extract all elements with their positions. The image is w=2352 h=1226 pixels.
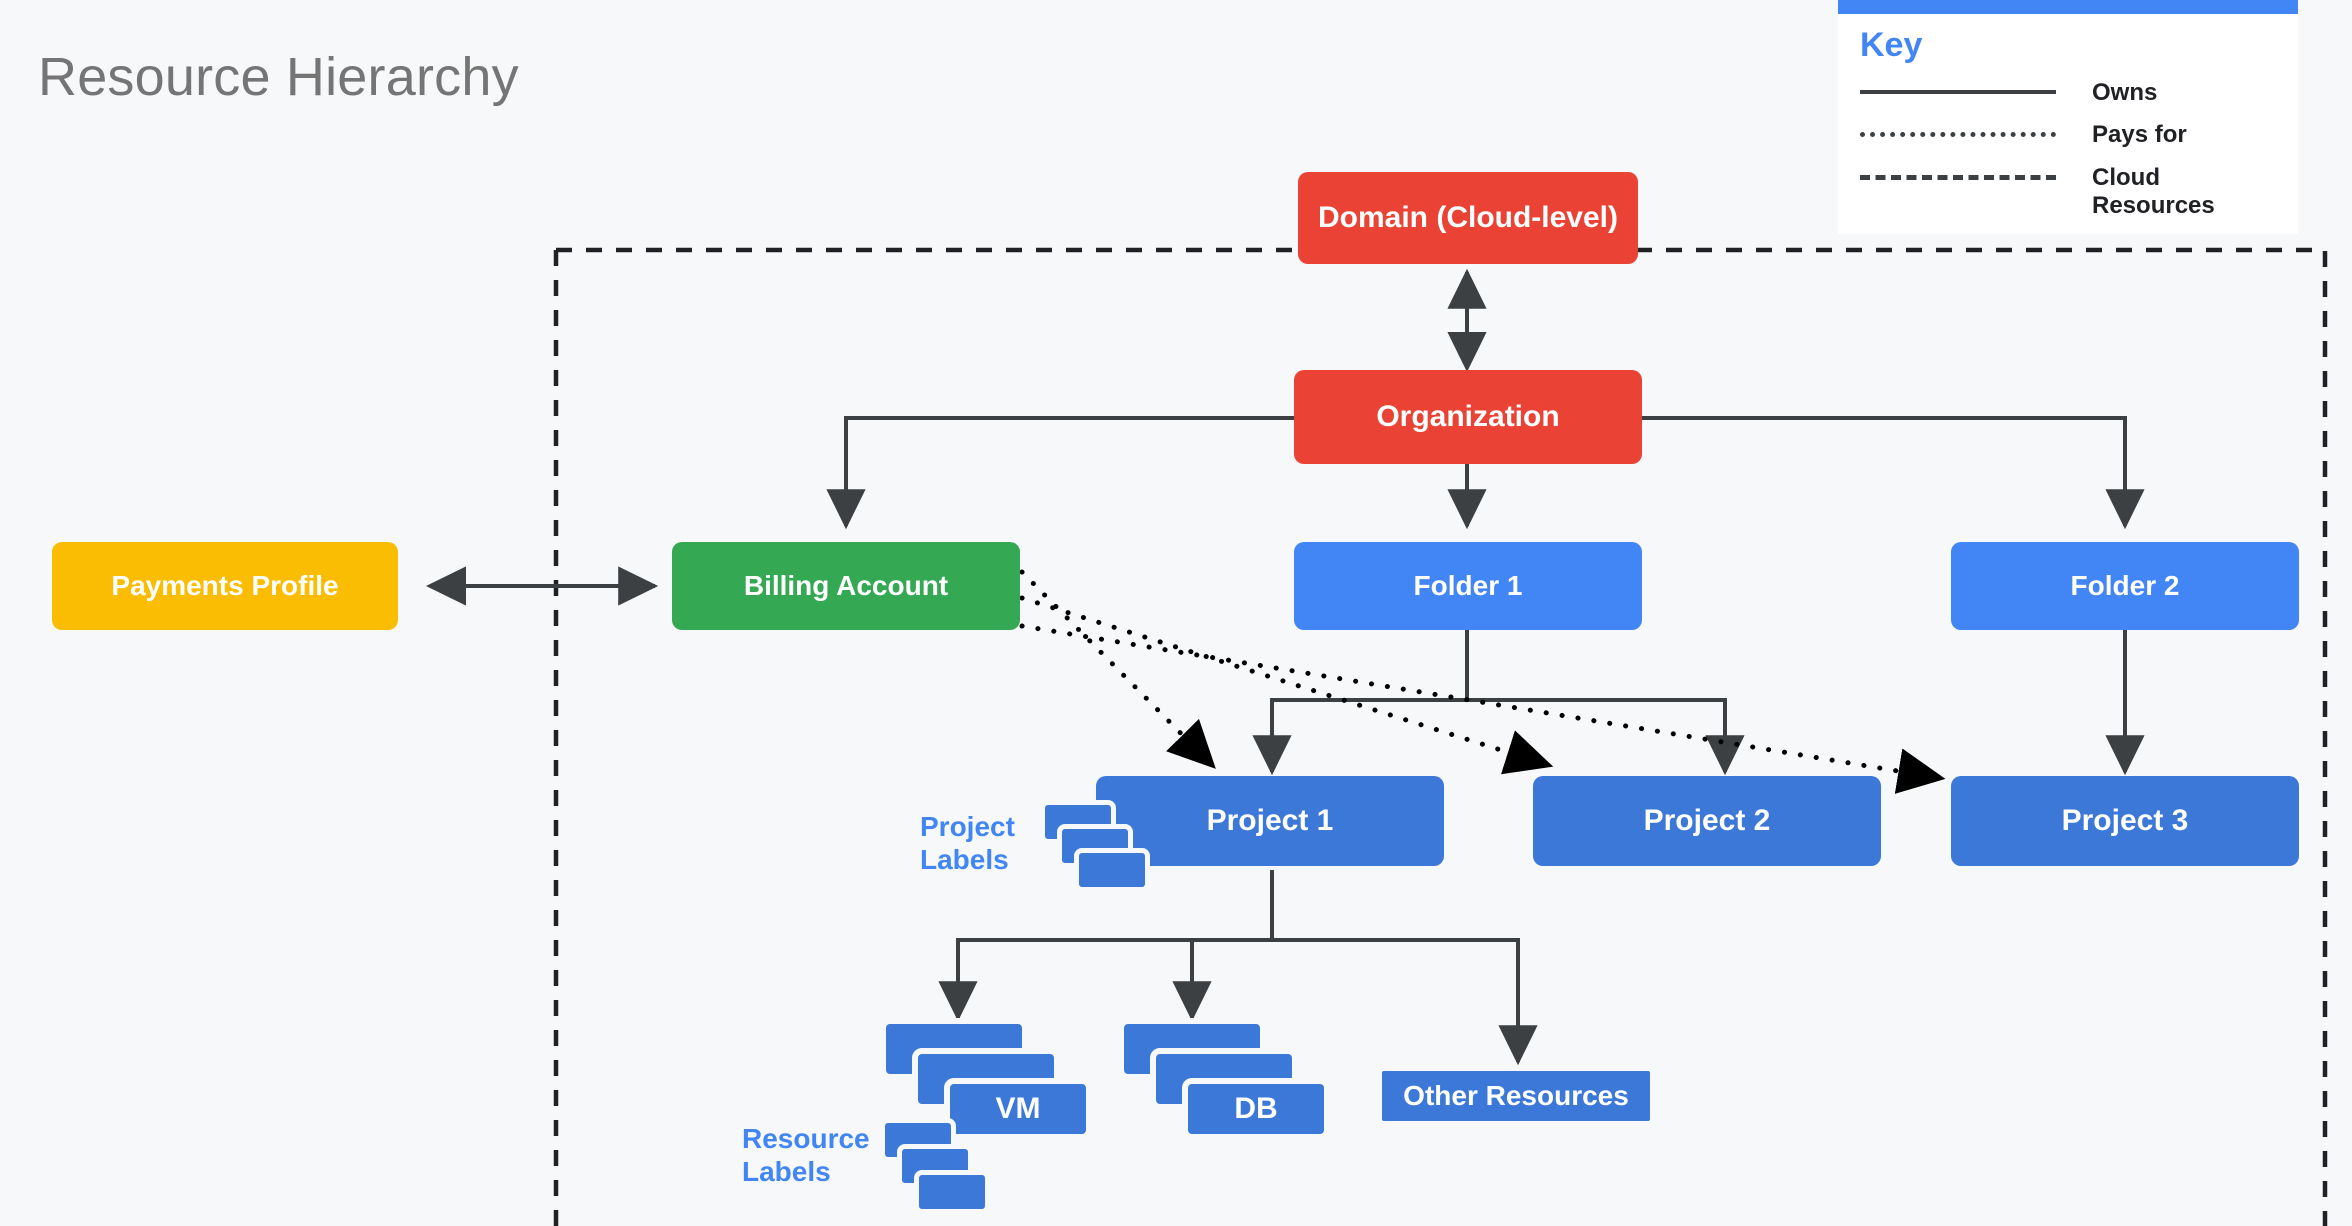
- node-project-2[interactable]: Project 2: [1533, 776, 1881, 866]
- resource-label-chip-3: [914, 1170, 990, 1214]
- page-title: Resource Hierarchy: [38, 47, 519, 107]
- key-row-owns: Owns: [1838, 79, 2298, 107]
- node-domain[interactable]: Domain (Cloud-level): [1298, 172, 1638, 264]
- node-folder-2[interactable]: Folder 2: [1951, 542, 2299, 630]
- edge-billing-project3: [1019, 623, 1946, 794]
- node-project-3-label: Project 3: [2061, 803, 2189, 837]
- node-payments-profile[interactable]: Payments Profile: [52, 542, 398, 630]
- node-billing-account[interactable]: Billing Account: [672, 542, 1020, 630]
- node-db-label: DB: [1234, 1092, 1278, 1125]
- node-organization[interactable]: Organization: [1294, 370, 1642, 464]
- edge-billing-project1: [1019, 569, 1216, 769]
- db-resource-stack[interactable]: DB: [1118, 1018, 1378, 1168]
- node-folder-1[interactable]: Folder 1: [1294, 542, 1642, 630]
- key-label-owns: Owns: [2092, 79, 2158, 106]
- node-project-1[interactable]: Project 1: [1096, 776, 1444, 866]
- key-row-cloud-resources: Cloud Resources: [1838, 164, 2298, 221]
- node-project-3[interactable]: Project 3: [1951, 776, 2299, 866]
- node-folder-2-label: Folder 2: [2070, 569, 2180, 601]
- caption-resource-labels: Resource Labels: [742, 1123, 870, 1188]
- dashed-line-icon: [1860, 164, 2056, 190]
- node-organization-label: Organization: [1376, 399, 1560, 433]
- dotted-line-icon: [1860, 121, 2056, 147]
- node-domain-label: Domain (Cloud-level): [1317, 200, 1618, 234]
- solid-line-icon: [1860, 79, 2056, 105]
- edge-project1-db: [1172, 870, 1274, 1022]
- vm-card-front[interactable]: VM: [944, 1078, 1092, 1140]
- node-folder-1-label: Folder 1: [1413, 569, 1523, 601]
- db-card-front[interactable]: DB: [1182, 1078, 1330, 1140]
- node-other-resources-label: Other Resources: [1403, 1079, 1629, 1111]
- project-label-chip-3: [1074, 848, 1150, 892]
- edge-folder1-project1: [1252, 624, 1469, 776]
- node-project-2-label: Project 2: [1643, 803, 1771, 837]
- node-payments-profile-label: Payments Profile: [111, 569, 339, 601]
- node-billing-account-label: Billing Account: [743, 569, 949, 601]
- resource-labels-stack: [880, 1118, 1020, 1226]
- key-label-cloud-resources: Cloud Resources: [2092, 163, 2215, 219]
- key-title: Key: [1860, 26, 1923, 64]
- node-vm-label: VM: [995, 1092, 1041, 1125]
- node-other-resources[interactable]: Other Resources: [1376, 1065, 1656, 1127]
- key-panel: Key Owns Pays for Cloud Resources: [1838, 0, 2298, 235]
- node-project-1-label: Project 1: [1206, 803, 1334, 837]
- caption-project-labels: Project Labels: [920, 811, 1015, 876]
- vm-resource-stack[interactable]: VM: [880, 1018, 1140, 1168]
- key-label-pays-for: Pays for: [2092, 121, 2187, 149]
- project-labels-stack: [1040, 800, 1180, 900]
- key-row-pays-for: Pays for: [1838, 121, 2298, 149]
- edge-folder1-project2: [1465, 624, 1745, 776]
